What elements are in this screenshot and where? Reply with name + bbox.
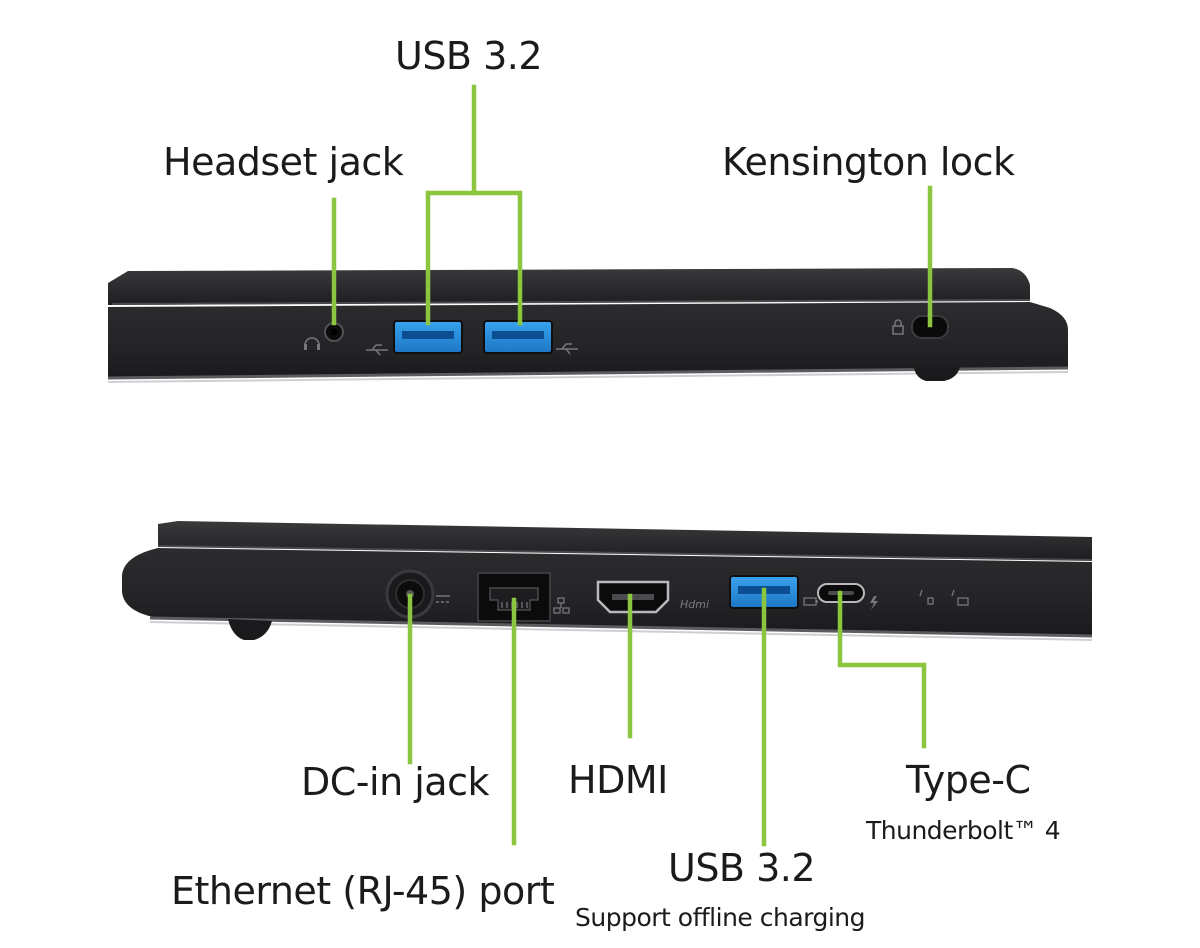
hdmi-marking: Hdmi — [680, 598, 709, 611]
leader-usb-top — [425, 84, 477, 326]
label-kensington-lock: Kensington lock — [722, 140, 1015, 184]
laptop-right-side-view: Hdmi — [122, 521, 1093, 641]
headset-jack-port — [324, 322, 344, 342]
laptop-foot-top — [914, 366, 960, 381]
headset-icon — [304, 337, 320, 350]
battery-charging-icon — [803, 597, 818, 606]
label-thunderbolt-note: Thunderbolt™ 4 — [866, 816, 1061, 845]
label-usb-offline-charging: Support offline charging — [575, 903, 866, 932]
thunderbolt-icon — [870, 596, 878, 610]
label-ethernet-port: Ethernet (RJ-45) port — [171, 869, 555, 913]
laptop-foot-bottom — [228, 619, 272, 640]
network-icon — [553, 597, 570, 614]
label-usb-top: USB 3.2 — [395, 34, 543, 78]
laptop-lid-bottom — [158, 521, 1092, 560]
laptop-base-top — [108, 302, 1068, 378]
status-indicator-leds — [919, 589, 969, 606]
usb-symbol-icon — [366, 344, 388, 356]
label-usb-bottom: USB 3.2 — [668, 846, 816, 890]
power-symbol-icon — [436, 595, 450, 603]
usb-symbol-icon — [556, 343, 578, 355]
lock-icon — [892, 319, 904, 335]
label-type-c: Type-C — [906, 758, 1031, 802]
laptop-lid-top — [108, 268, 1030, 305]
leader-typec — [837, 590, 927, 749]
usb-port-top-2 — [483, 320, 553, 354]
leader-usb-top-branch — [471, 190, 523, 326]
hdmi-port — [596, 580, 670, 614]
label-headset-jack: Headset jack — [163, 140, 404, 184]
leader-lines — [331, 84, 933, 847]
laptop-left-side-view — [107, 268, 1069, 383]
usb-port-top-1 — [393, 320, 463, 354]
label-dc-in-jack: DC-in jack — [301, 760, 489, 804]
label-hdmi: HDMI — [568, 758, 668, 802]
ethernet-rj45-port — [477, 572, 551, 622]
